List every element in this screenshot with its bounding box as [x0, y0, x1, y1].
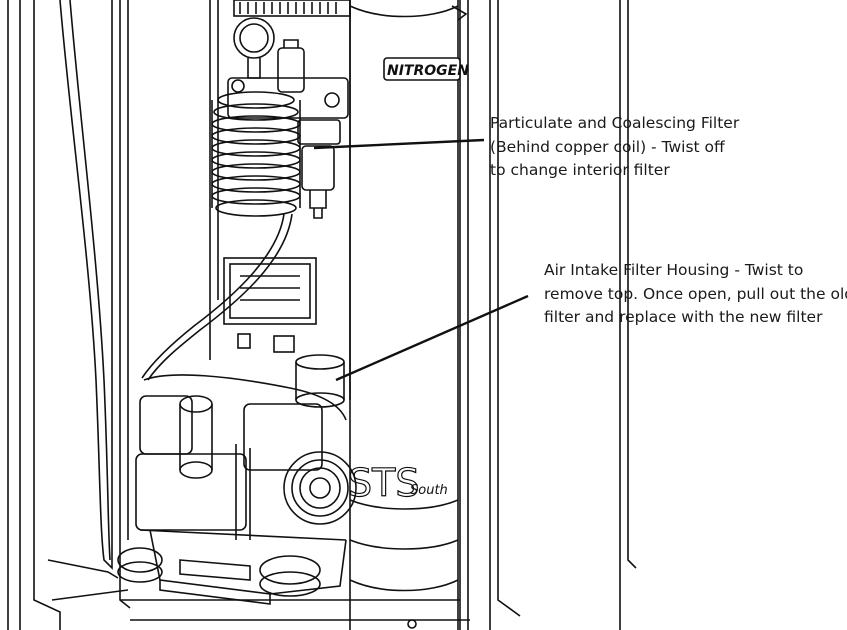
brand-south-label: South — [410, 483, 448, 498]
callout-line: remove top. Once open, pull out the old — [544, 284, 847, 303]
control-panel — [223, 257, 317, 353]
coalescing-filter — [297, 119, 341, 219]
copper-coil — [211, 91, 301, 217]
callout-line: to change interior filter — [490, 161, 670, 179]
callout-line: Particulate and Coalescing Filter — [490, 114, 740, 132]
pressure-gauge — [233, 17, 275, 79]
cabinet-left-door — [7, 0, 129, 630]
callout-leader-coalescing-filter — [313, 138, 485, 150]
callout-line: filter and replace with the new filter — [544, 308, 823, 326]
compressor-assembly — [135, 374, 357, 541]
nitrogen-tank — [349, 0, 468, 630]
nitrogen-label: NITROGEN — [387, 63, 469, 79]
regulator-body — [227, 39, 349, 119]
callout-line: Air Intake Filter Housing - Twist to — [544, 261, 804, 279]
air-intake-filter-housing — [295, 354, 345, 408]
air-tube — [141, 213, 293, 381]
callout-air-intake-filter: Air Intake Filter Housing - Twist to rem… — [544, 259, 847, 330]
compressor-base — [117, 529, 347, 605]
brand-sts-label: STS — [348, 461, 419, 505]
nitrogen-label-plate — [383, 57, 461, 81]
callout-leader-air-intake-filter — [335, 294, 529, 382]
callout-line: (Behind copper coil) - Twist off — [490, 137, 725, 156]
top-vent-grille — [233, 0, 351, 17]
callout-coalescing-filter: Particulate and Coalescing Filter (Behin… — [490, 112, 739, 183]
